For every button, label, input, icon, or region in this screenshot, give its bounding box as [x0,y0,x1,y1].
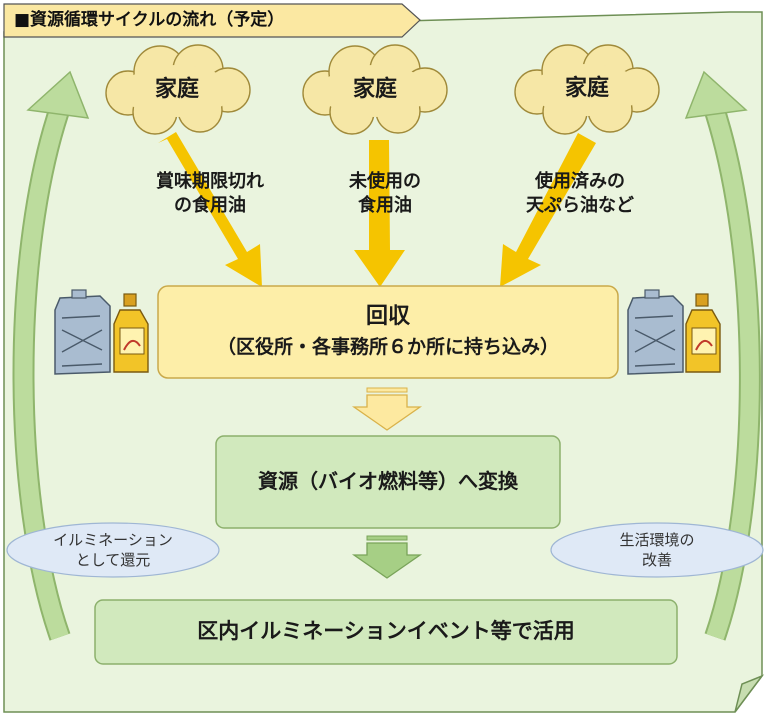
down-arrow-yellow [351,387,423,431]
household-label-3: 家庭 [564,76,609,101]
diagram-title: ■資源循環サイクルの流れ（予定） [14,10,285,30]
note-pill-left [6,522,220,578]
flow-label-1-line1: 賞味期限切れ [156,171,264,192]
flow-arrow-3 [500,133,596,287]
left-note-line1: イルミネーション [53,531,173,549]
household-label-2: 家庭 [352,77,397,102]
usage-label: 区内イルミネーションイベント等で活用 [197,619,575,643]
left-note-label: イルミネーション として還元 [13,531,213,570]
flow-arrow-1 [158,132,262,287]
cloud-household-3 [514,44,660,135]
note-pill-right [550,522,764,578]
right-note-line1: 生活環境の [619,531,695,549]
left-note-line2: として還元 [75,550,151,569]
down-arrow-green [351,535,423,579]
household-label-1: 家庭 [154,77,199,102]
collection-title: 回収 [365,304,410,329]
flow-label-2-line2: 食用油 [358,195,412,217]
collection-label: 回収 （区役所・各事務所６か所に持ち込み） [158,300,618,362]
flow-label-3-line2: 天ぷら油など [526,195,634,217]
oil-bottle-icon [685,293,721,373]
cloud-household-1 [105,44,251,135]
right-note-label: 生活環境の 改善 [557,531,757,570]
oil-can-icon [627,289,684,375]
flow-label-3: 使用済みの 天ぷら油など [485,170,675,219]
flow-label-3-line1: 使用済みの [535,171,625,192]
flow-label-2: 未使用の 食用油 [300,170,470,219]
conversion-box [215,435,561,529]
cycle-arrow-left [12,70,90,641]
collection-box [157,285,619,379]
flow-arrow-2 [354,140,405,287]
conversion-label: 資源（バイオ燃料等）へ変換 [258,469,518,493]
flow-label-1-line2: の食用油 [174,195,246,217]
folded-corner [734,674,765,713]
oil-can-icon [54,289,111,375]
title-tab [3,3,421,38]
collection-detail: （区役所・各事務所６か所に持ち込み） [216,336,559,358]
flow-label-1: 賞味期限切れ の食用油 [115,170,305,219]
cycle-arrow-right [684,70,761,641]
usage-box [94,599,678,665]
flow-label-2-line1: 未使用の [349,171,421,192]
cloud-household-2 [302,44,448,135]
oil-bottle-icon [113,293,149,373]
right-note-line2: 改善 [641,550,672,569]
